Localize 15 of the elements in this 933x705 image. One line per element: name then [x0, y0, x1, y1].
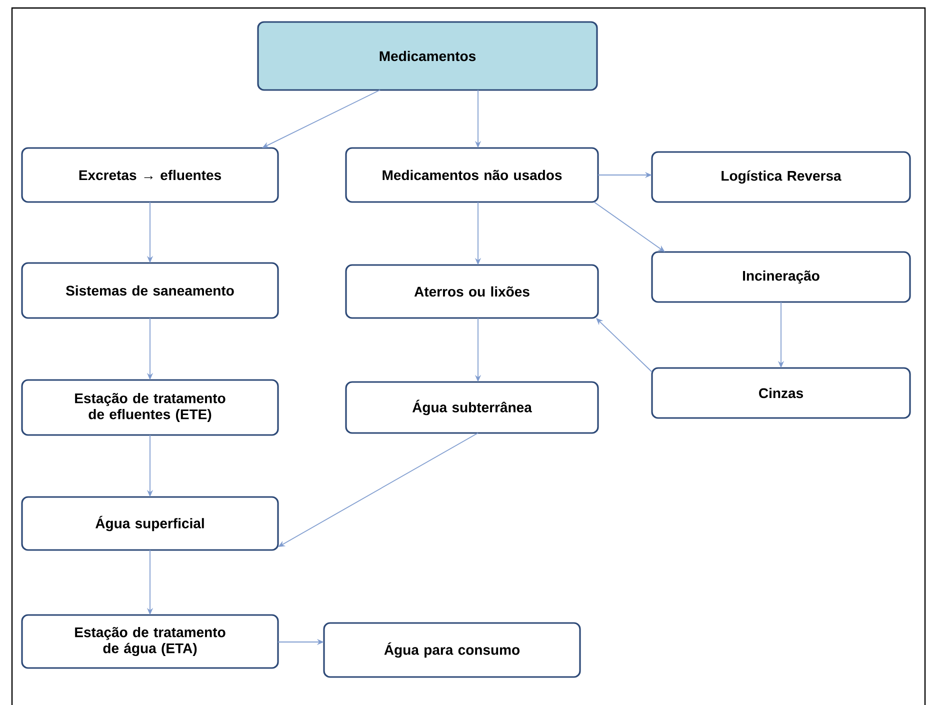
arrow [594, 202, 665, 252]
process-box: Estação de tratamento de água (ETA) [21, 614, 279, 669]
process-box: Água superficial [21, 496, 279, 551]
title-box: Medicamentos [257, 21, 598, 91]
process-box: Excretas → efluentes [21, 147, 279, 203]
process-box: Cinzas [651, 367, 911, 419]
process-box: Logística Reversa [651, 151, 911, 203]
process-box: Água para consumo [323, 622, 581, 678]
process-box: Sistemas de saneamento [21, 262, 279, 319]
process-box: Estação de tratamento de efluentes (ETE) [21, 379, 279, 436]
process-box: Medicamentos não usados [345, 147, 599, 203]
process-box: Aterros ou lixões [345, 264, 599, 319]
arrow [596, 318, 652, 372]
process-box: Água subterrânea [345, 381, 599, 434]
process-box: Incineração [651, 251, 911, 303]
